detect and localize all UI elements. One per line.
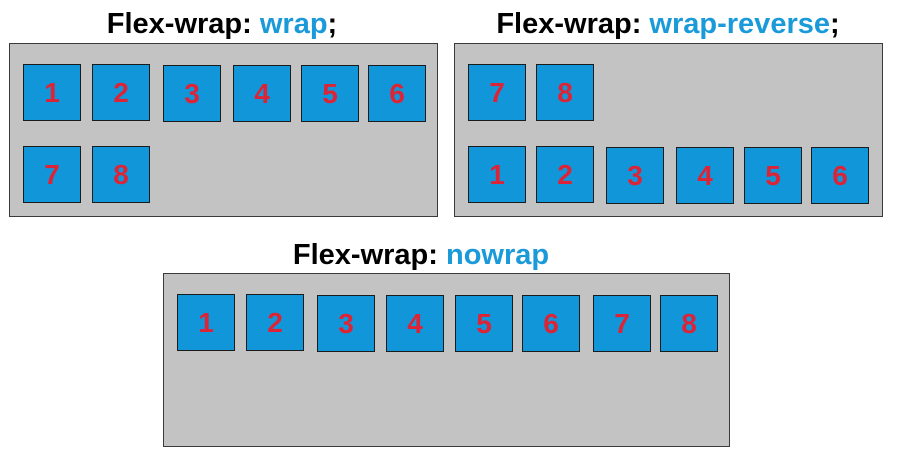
flex-item-2: 2 (536, 146, 594, 203)
title-wrap-reverse-prefix: Flex-wrap: (496, 8, 650, 40)
flex-item-6: 6 (811, 147, 869, 204)
flex-item-2: 2 (92, 64, 150, 121)
flex-item-7: 7 (593, 295, 651, 352)
flex-item-2: 2 (246, 294, 304, 351)
flex-item-1: 1 (177, 294, 235, 351)
title-nowrap: Flex-wrap: nowrap (293, 238, 549, 272)
title-wrap-reverse-value: wrap-reverse (649, 8, 830, 40)
panel-wrap-reverse: 1 2 3 4 5 6 7 8 (454, 43, 883, 217)
title-wrap-reverse-suffix: ; (829, 8, 840, 40)
flex-item-3: 3 (163, 65, 221, 122)
title-wrap: Flex-wrap: wrap; (107, 7, 337, 41)
panel-nowrap: 1 2 3 4 5 6 7 8 (163, 273, 730, 447)
flex-item-8: 8 (660, 295, 718, 352)
title-wrap-suffix: ; (327, 8, 338, 40)
panel-wrap: 1 2 3 4 5 6 7 8 (9, 43, 438, 217)
title-nowrap-value: nowrap (445, 239, 550, 271)
flex-item-1: 1 (23, 64, 81, 121)
flex-item-4: 4 (233, 65, 291, 122)
flex-item-7: 7 (23, 146, 81, 203)
title-wrap-reverse: Flex-wrap: wrap-reverse; (496, 7, 839, 41)
flex-item-5: 5 (301, 65, 359, 122)
flex-item-8: 8 (536, 64, 594, 121)
flex-item-3: 3 (317, 295, 375, 352)
flex-item-5: 5 (455, 295, 513, 352)
flex-item-3: 3 (606, 147, 664, 204)
title-nowrap-prefix: Flex-wrap: (292, 239, 446, 271)
flex-item-6: 6 (522, 295, 580, 352)
flex-item-1: 1 (468, 146, 526, 203)
flex-item-4: 4 (386, 295, 444, 352)
flex-item-7: 7 (468, 64, 526, 121)
flex-item-6: 6 (368, 65, 426, 122)
flex-item-5: 5 (744, 147, 802, 204)
flex-item-4: 4 (676, 147, 734, 204)
flex-item-8: 8 (92, 146, 150, 203)
title-wrap-value: wrap (259, 8, 328, 40)
title-wrap-prefix: Flex-wrap: (106, 8, 260, 40)
